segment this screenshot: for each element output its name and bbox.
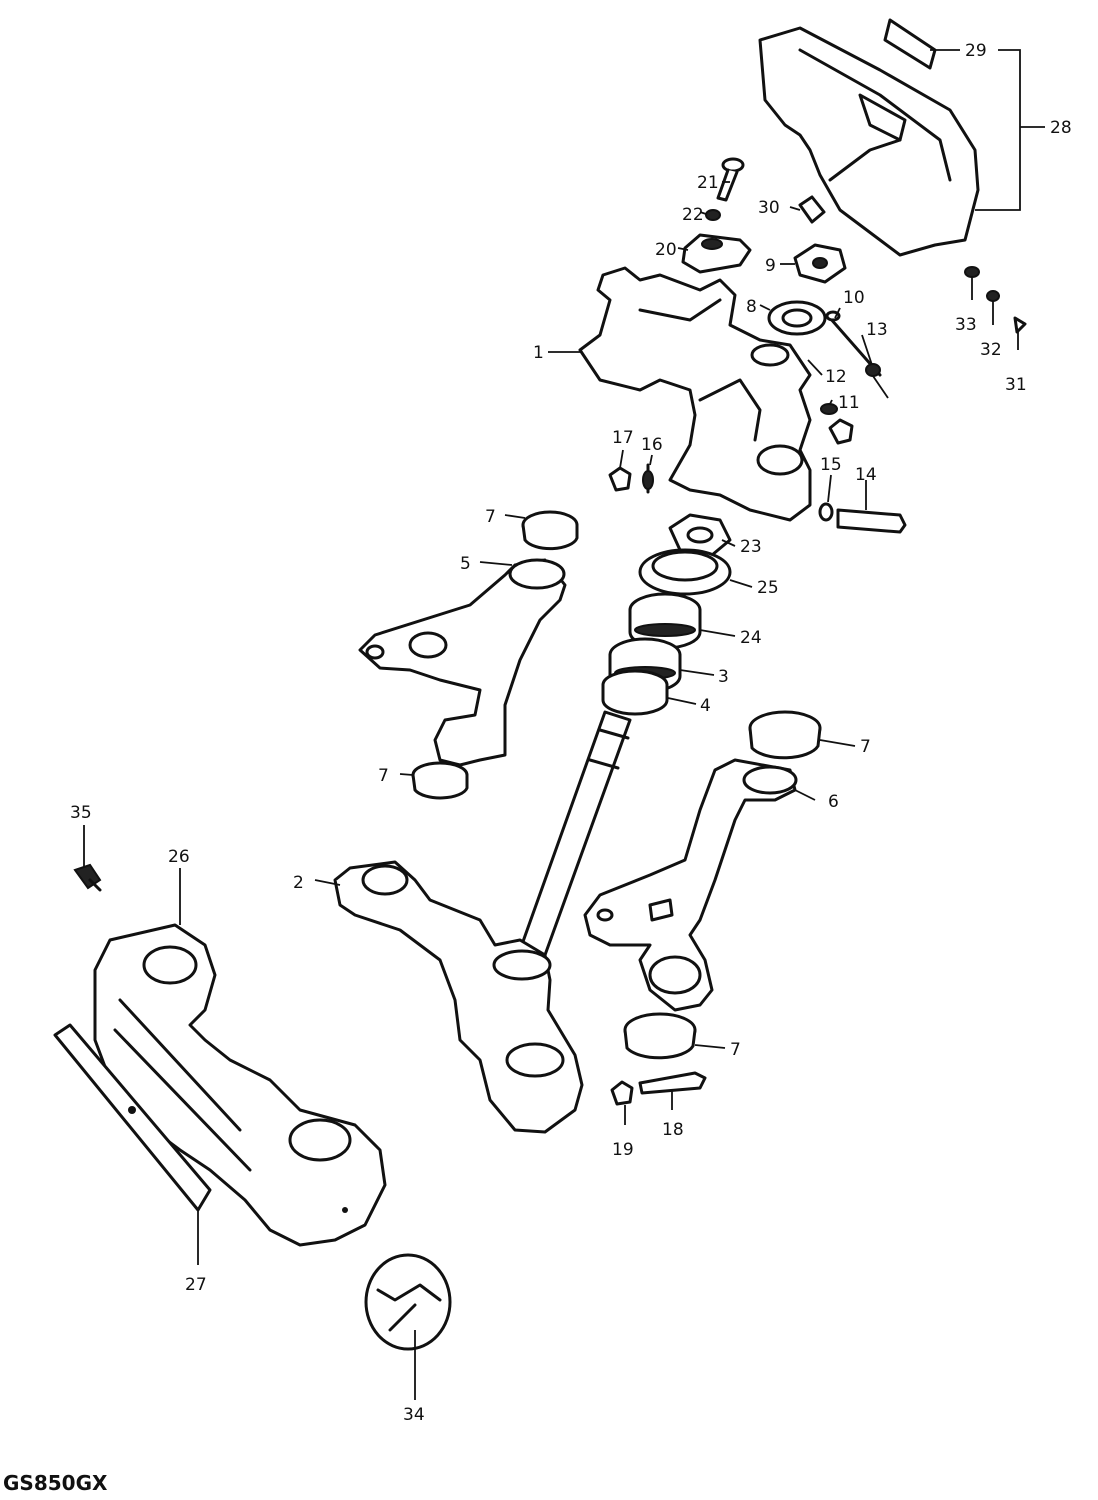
- callout-34: 34: [403, 1405, 425, 1425]
- callout-1: 1: [533, 343, 544, 363]
- part-7-ring-c: [748, 710, 822, 760]
- part-34-cap: [364, 1253, 452, 1351]
- part-18-bolt: [638, 1071, 707, 1095]
- callout-4: 4: [700, 696, 711, 716]
- part-23-steering-nut: [668, 513, 732, 557]
- callout-3: 3: [718, 667, 729, 687]
- part-13-nut: [865, 363, 889, 399]
- part-7-ring-b: [411, 761, 469, 800]
- part-19-nut: [610, 1080, 634, 1106]
- callout-24: 24: [740, 628, 762, 648]
- part-6-right-bracket: [583, 758, 798, 1012]
- part-30-clip: [798, 195, 826, 224]
- part-33-screw: [964, 266, 980, 300]
- callout-7c: 7: [860, 737, 871, 757]
- part-31-clip: [1013, 316, 1027, 350]
- callout-22: 22: [682, 205, 704, 225]
- callout-5: 5: [460, 554, 471, 574]
- callout-17: 17: [612, 428, 634, 448]
- callout-29: 29: [965, 41, 987, 61]
- callout-32: 32: [980, 340, 1002, 360]
- part-32-screw: [986, 290, 1000, 325]
- part-21-bolt: [716, 157, 745, 202]
- part-2-steering-stem: [333, 710, 632, 1134]
- callout-16: 16: [641, 435, 663, 455]
- leader-lines: [83, 49, 1045, 1400]
- callout-27: 27: [185, 1275, 207, 1295]
- part-26-lower-cover: [93, 923, 387, 1247]
- part-5-left-bracket: [358, 558, 567, 767]
- callout-28: 28: [1050, 118, 1072, 138]
- part-15-washer: [818, 502, 834, 522]
- callout-2: 2: [293, 873, 304, 893]
- callout-7d: 7: [730, 1040, 741, 1060]
- part-29-emblem: [883, 18, 937, 70]
- part-7-ring-a: [521, 510, 579, 551]
- part-35-screw: [73, 863, 102, 892]
- model-code: GS850GX: [3, 1471, 108, 1495]
- part-7-ring-d: [623, 1012, 697, 1060]
- callout-20: 20: [655, 240, 677, 260]
- part-14-bolt: [836, 508, 907, 534]
- callout-7a: 7: [485, 507, 496, 527]
- part-9-nut: [793, 243, 847, 284]
- part-16-pin: [642, 463, 654, 494]
- callout-31: 31: [1005, 375, 1027, 395]
- callout-26: 26: [168, 847, 190, 867]
- callout-11: 11: [838, 393, 860, 413]
- callout-19: 19: [612, 1140, 634, 1160]
- callout-6: 6: [828, 792, 839, 812]
- part-28-upper-cover: [758, 26, 980, 257]
- part-1-upper-bracket: [578, 266, 812, 522]
- part-22-washer: [705, 209, 721, 221]
- part-12-washer: [820, 403, 838, 415]
- part-4-race: [601, 669, 669, 716]
- callout-18: 18: [662, 1120, 684, 1140]
- part-25-dust-seal: [638, 548, 732, 596]
- callout-33: 33: [955, 315, 977, 335]
- part-20-holder: [681, 233, 752, 274]
- callout-15: 15: [820, 455, 842, 475]
- part-27-strip: [53, 1023, 212, 1212]
- callout-14: 14: [855, 465, 877, 485]
- part-17-nut: [608, 466, 632, 492]
- callout-23: 23: [740, 537, 762, 557]
- callout-30: 30: [758, 198, 780, 218]
- callout-12: 12: [825, 367, 847, 387]
- callout-25: 25: [757, 578, 779, 598]
- callout-10: 10: [843, 288, 865, 308]
- callout-7b: 7: [378, 766, 389, 786]
- callout-35: 35: [70, 803, 92, 823]
- callout-8: 8: [746, 297, 757, 317]
- callout-13: 13: [866, 320, 888, 340]
- callout-21: 21: [697, 173, 719, 193]
- part-11-nut: [828, 418, 854, 445]
- callout-9: 9: [765, 256, 776, 276]
- part-8-washer: [767, 300, 827, 336]
- callout-labels: 1 2 3 4 5 6 7 7 7 7 8 9 10 11 12 13 14 1…: [70, 41, 1072, 1425]
